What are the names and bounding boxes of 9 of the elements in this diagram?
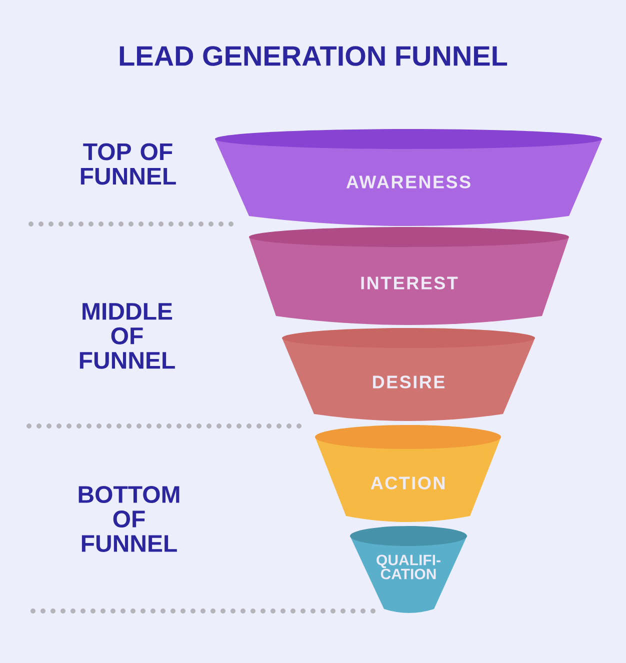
stage-label: TOP OF FUNNEL [80,143,176,185]
funnel-segment: QUALIFI-CATION [350,526,467,613]
funnel-segment: AWARENESS [215,129,602,226]
funnel-segment: INTEREST [249,227,569,325]
stage-label: BOTTOM OF FUNNEL [78,486,180,552]
funnel-segment: DESIRE [282,328,535,421]
title: LEAD GENERATION FUNNEL [120,46,508,66]
funnel-segment: ACTION [315,425,501,522]
stage-label: MIDDLE OF FUNNEL [80,303,175,369]
